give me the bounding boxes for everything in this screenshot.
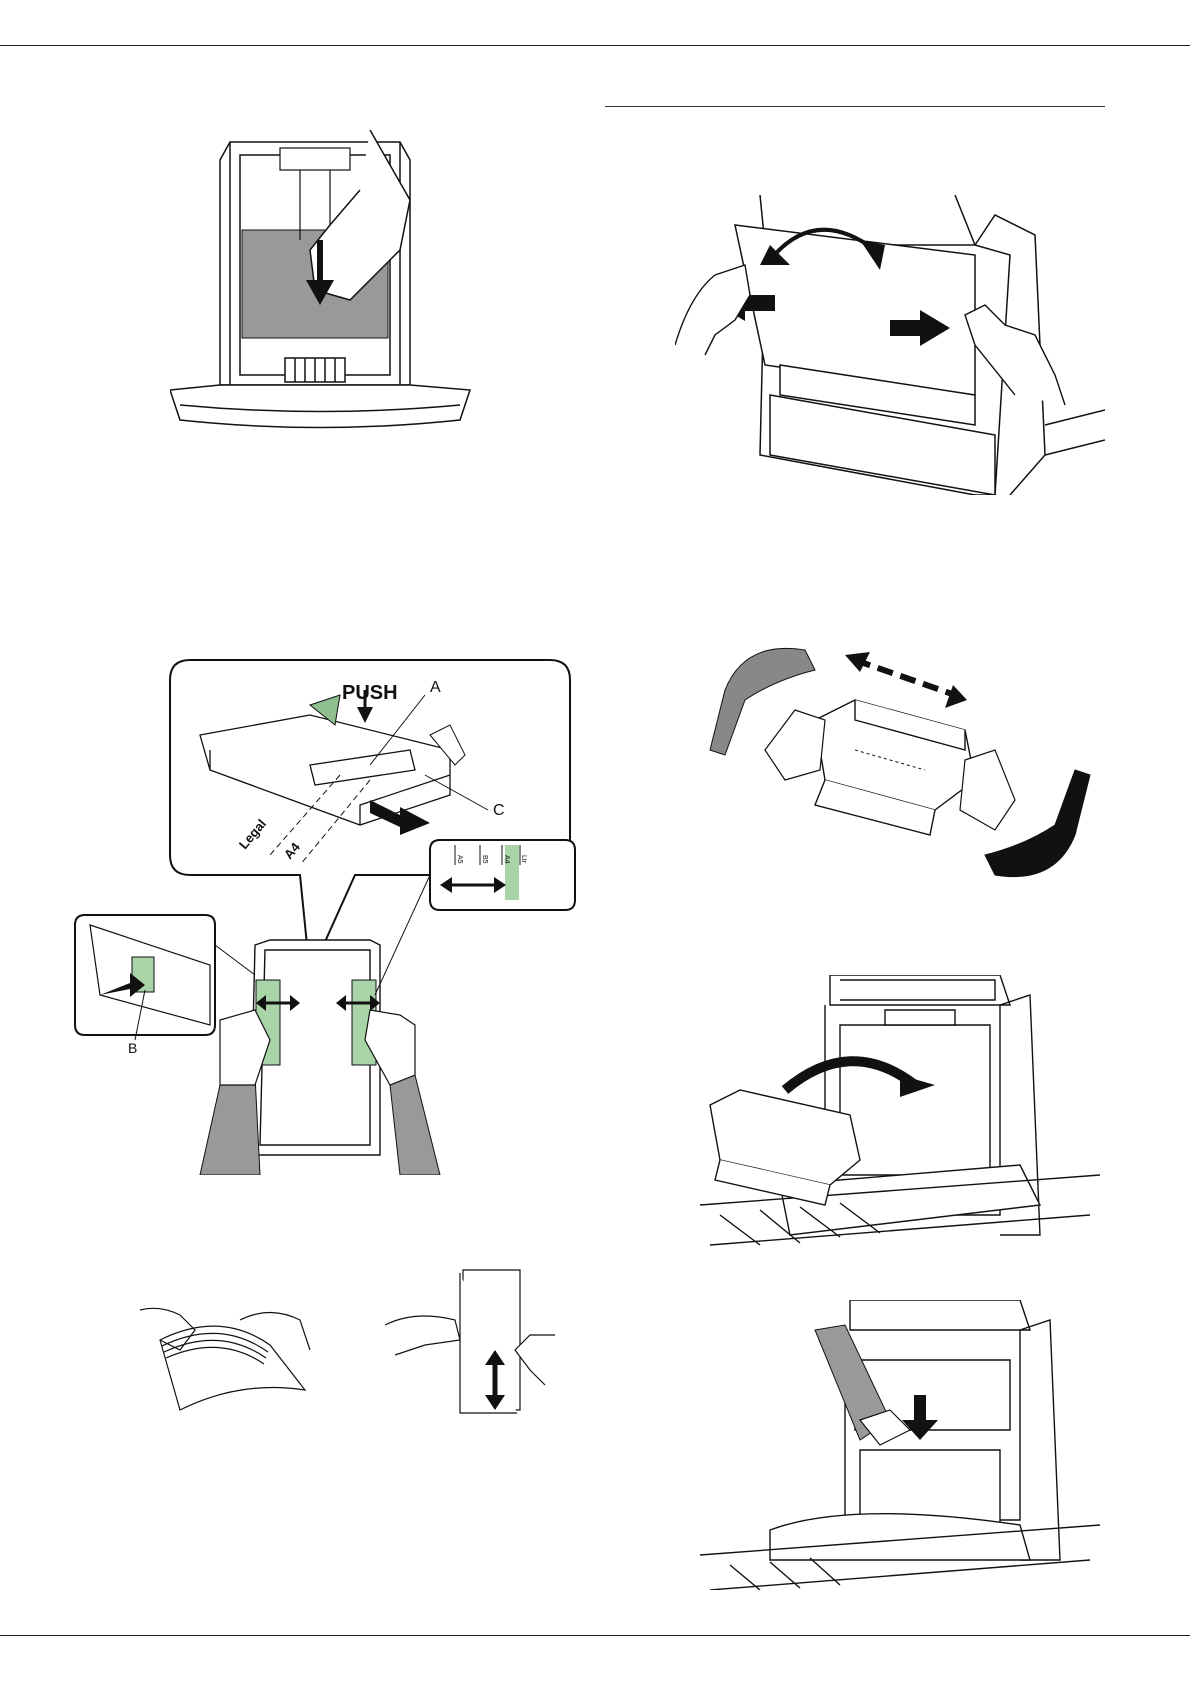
paper-guide-adjust-figure: PUSH A C Legal A4 B — [70, 655, 580, 1175]
page-top-rule — [0, 45, 1190, 46]
page-bottom-rule — [0, 1635, 1190, 1636]
align-paper-stack-figure — [385, 1265, 565, 1420]
fan-paper-illustration — [140, 1290, 320, 1420]
fan-paper-figure — [140, 1290, 320, 1420]
push-cartridge-figure — [700, 1300, 1100, 1590]
section-heading-rule — [605, 106, 1105, 107]
tray-plate-press-illustration — [170, 130, 480, 440]
scale-label-a5: A5 — [456, 855, 463, 864]
tray-plate-press-figure — [170, 130, 480, 440]
scale-label-ltr: Ltr — [520, 855, 527, 864]
callout-c-label: C — [493, 802, 505, 819]
open-front-cover-illustration — [675, 195, 1105, 495]
open-front-cover-figure — [675, 195, 1105, 495]
callout-a-label: A — [430, 679, 441, 696]
push-label: PUSH — [342, 682, 398, 704]
callout-b-label: B — [128, 1040, 137, 1056]
scale-label-b5: B5 — [481, 855, 488, 864]
push-cartridge-illustration — [700, 1300, 1100, 1590]
insert-cartridge-figure — [700, 975, 1100, 1255]
shake-cartridge-illustration — [705, 640, 1095, 885]
scale-label-a4: A4 — [503, 855, 510, 864]
shake-cartridge-figure — [705, 640, 1095, 885]
align-paper-stack-illustration — [385, 1265, 565, 1420]
insert-cartridge-illustration — [700, 975, 1100, 1255]
paper-guide-adjust-illustration: PUSH A C Legal A4 B — [70, 655, 580, 1175]
